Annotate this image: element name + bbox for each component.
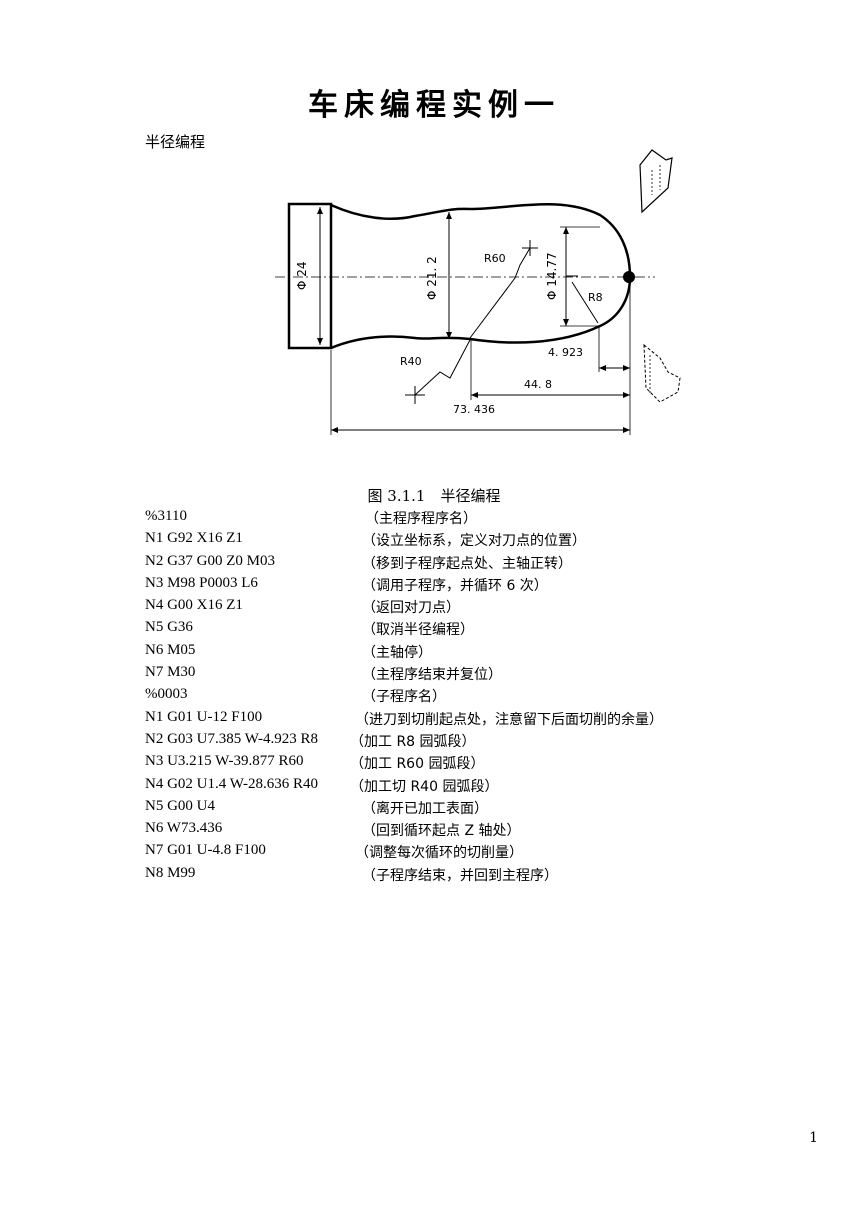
program-code: N1 G92 X16 Z1 <box>145 530 243 547</box>
program-code: %0003 <box>145 686 188 703</box>
program-code: N7 M30 <box>145 664 196 681</box>
dim-73436: 73. 436 <box>453 403 495 416</box>
program-code: N4 G02 U1.4 W-28.636 R40 <box>145 775 319 792</box>
program-line: N3 U3.215 W-39.877 R60 （加工 R60 园弧段） <box>145 753 785 775</box>
program-line: N4 G02 U1.4 W-28.636 R40 （加工切 R40 园弧段） <box>145 776 785 798</box>
program-line: N7 M30 （主程序结束并复位） <box>145 664 785 686</box>
label-r40: R40 <box>400 355 422 368</box>
program-comment: （子程序名） <box>362 689 446 706</box>
program-code: N3 M98 P0003 L6 <box>145 574 258 591</box>
program-code: N5 G36 <box>145 619 193 636</box>
program-line: N1 G01 U-12 F100 （进刀到切削起点处，注意留下后面切削的余量） <box>145 709 785 731</box>
label-r8: R8 <box>588 291 603 304</box>
program-comment: （加工 R8 园弧段） <box>350 733 476 750</box>
program-code: N2 G37 G00 Z0 M03 <box>145 552 275 569</box>
program-line: N7 G01 U-4.8 F100 （调整每次循环的切削量） <box>145 842 785 864</box>
program-comment: （调整每次循环的切削量） <box>355 845 523 862</box>
program-comment: （主程序程序名） <box>365 511 477 527</box>
program-code: N1 G01 U-12 F100 <box>145 708 263 725</box>
program-comment: （加工切 R40 园弧段） <box>350 778 499 795</box>
program-line: %3110 （主程序程序名） <box>145 508 785 530</box>
program-line: N4 G00 X16 Z1 （返回对刀点） <box>145 597 785 619</box>
dim-448: 44. 8 <box>524 378 552 391</box>
program-code: N5 G00 U4 <box>145 797 215 814</box>
program-comment: （进刀到切削起点处，注意留下后面切削的余量） <box>355 711 663 728</box>
program-line: N1 G92 X16 Z1 （设立坐标系，定义对刀点的位置） <box>145 530 785 552</box>
program-comment: （返回对刀点） <box>362 600 460 617</box>
program-line: N2 G03 U7.385 W-4.923 R8 （加工 R8 园弧段） <box>145 731 785 753</box>
program-code: N6 M05 <box>145 641 196 658</box>
dim-dia-14: Φ 14.77 <box>545 252 559 300</box>
program-code: N2 G03 U7.385 W-4.923 R8 <box>145 730 319 747</box>
program-line: N8 M99 （子程序结束，并回到主程序） <box>145 865 785 887</box>
program-comment: （取消半径编程） <box>362 622 474 639</box>
shoulder-block <box>287 202 333 350</box>
program-comment: （主程序结束并复位） <box>362 667 502 684</box>
program-code: N4 G00 X16 Z1 <box>145 597 243 614</box>
program-comment: （回到循环起点 Z 轴处） <box>362 823 521 840</box>
program-line: N6 W73.436 （回到循环起点 Z 轴处） <box>145 820 785 842</box>
program-comment: （主轴停） <box>362 644 432 661</box>
program-code: N8 M99 <box>145 864 196 881</box>
page-number: 1 <box>809 1130 818 1146</box>
part-profile <box>330 202 632 350</box>
program-code: N7 G01 U-4.8 F100 <box>145 842 266 859</box>
program-comment: （加工 R60 园弧段） <box>350 756 485 773</box>
program-comment: （设立坐标系，定义对刀点的位置） <box>362 533 586 550</box>
program-code: N6 W73.436 <box>145 820 223 837</box>
program-comment: （移到子程序起点处、主轴正转） <box>362 555 572 572</box>
figure-caption: 图 3.1.1 半径编程 <box>367 487 501 505</box>
program-comment: （调用子程序，并循环 6 次） <box>362 577 548 594</box>
program-code: N3 U3.215 W-39.877 R60 <box>145 753 304 770</box>
program-comment: （离开已加工表面） <box>362 800 488 817</box>
program-line: %0003 （子程序名） <box>145 686 785 708</box>
program-line: N5 G36 （取消半径编程） <box>145 619 785 641</box>
label-r60: R60 <box>484 252 506 265</box>
dim-4923: 4. 923 <box>548 346 583 359</box>
tool-point <box>623 271 635 283</box>
section-subtitle: 半径编程 <box>145 133 206 151</box>
program-line: N3 M98 P0003 L6 （调用子程序，并循环 6 次） <box>145 575 785 597</box>
lathe-part-drawing: Φ 24 Φ 21. 2 Φ 14.77 R60 R8 R40 4. 923 4… <box>275 149 681 435</box>
tool-icon <box>643 343 681 403</box>
program-code: %3110 <box>145 508 187 524</box>
program-listing: %3110 （主程序程序名） N1 G92 X16 Z1 （设立坐标系，定义对刀点的位… <box>145 508 785 887</box>
dim-dia-24: Φ 24 <box>295 261 309 290</box>
program-comment: （子程序结束，并回到主程序） <box>362 867 558 884</box>
tool-icon <box>639 149 673 214</box>
dim-dia-21: Φ 21. 2 <box>425 256 439 300</box>
program-line: N5 G00 U4 （离开已加工表面） <box>145 798 785 820</box>
program-line: N6 M05 （主轴停） <box>145 642 785 664</box>
page-title: 车床编程实例一 <box>308 88 560 123</box>
program-line: N2 G37 G00 Z0 M03 （移到子程序起点处、主轴正转） <box>145 553 785 575</box>
